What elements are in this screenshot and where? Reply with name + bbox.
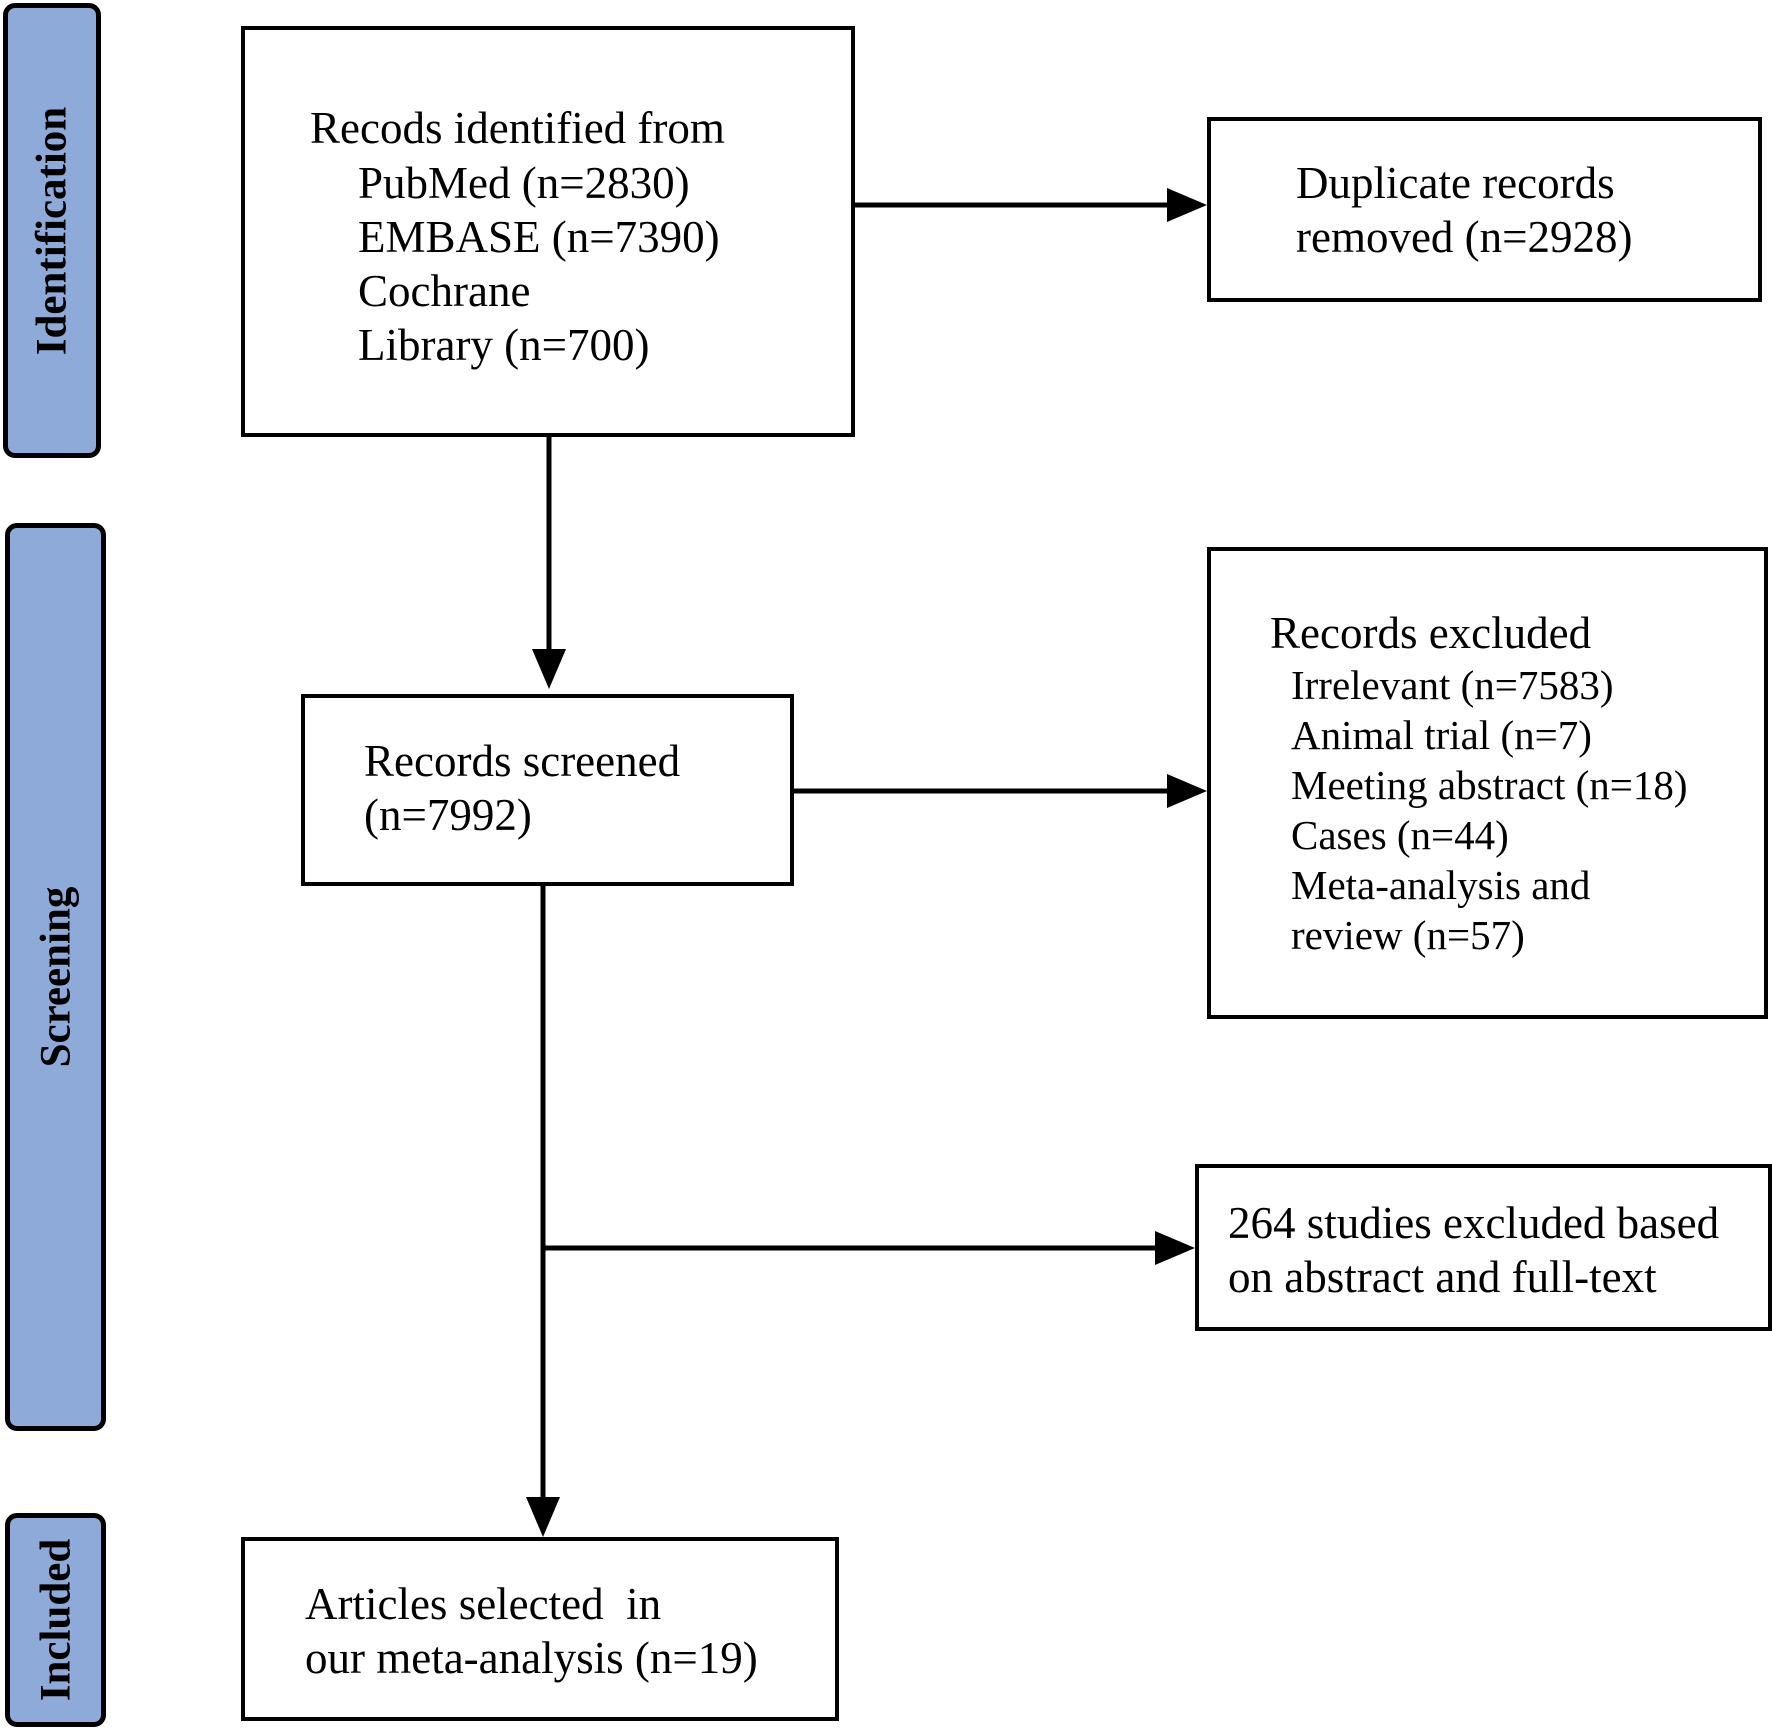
- stage-included: Included: [5, 1513, 106, 1727]
- records-identified-source: PubMed (n=2830): [358, 158, 690, 208]
- records-screened-text: (n=7992): [364, 790, 532, 840]
- articles-included-text: Articles selected in: [305, 1579, 662, 1629]
- records-excluded-reason: Irrelevant (n=7583): [1291, 662, 1614, 708]
- records-screened-text: Records screened: [364, 736, 681, 786]
- arrowhead-duplicates: [1167, 188, 1207, 222]
- arrowhead-fulltext-excluded: [1155, 1231, 1195, 1265]
- records-excluded-box: Records excluded Irrelevant (n=7583) Ani…: [1207, 547, 1768, 1019]
- stage-included-label: Included: [32, 1538, 79, 1702]
- articles-included-text: our meta-analysis (n=19): [305, 1633, 758, 1683]
- articles-included-box: Articles selected in our meta-analysis (…: [241, 1537, 839, 1721]
- arrowhead-screened: [532, 649, 566, 689]
- arrowhead-excluded: [1167, 774, 1207, 808]
- records-excluded-reason: Meeting abstract (n=18): [1291, 762, 1688, 808]
- duplicates-removed-text: removed (n=2928): [1296, 212, 1633, 262]
- stage-identification: Identification: [3, 3, 101, 458]
- stage-identification-label: Identification: [28, 106, 76, 355]
- stage-screening-label: Screening: [32, 886, 79, 1068]
- stage-screening: Screening: [5, 523, 106, 1431]
- records-excluded-reason: Cases (n=44): [1291, 812, 1509, 858]
- records-identified-box: Recods identified from PubMed (n=2830) E…: [241, 26, 855, 437]
- fulltext-excluded-text: on abstract and full-text: [1228, 1252, 1657, 1302]
- arrowhead-included: [526, 1497, 560, 1537]
- records-identified-source: EMBASE (n=7390): [358, 212, 720, 262]
- records-identified-source: Cochrane: [358, 266, 531, 316]
- records-excluded-reason: Meta-analysis and: [1291, 862, 1591, 908]
- records-identified-heading: Recods identified from: [310, 103, 725, 153]
- records-excluded-reason: review (n=57): [1291, 912, 1525, 958]
- records-excluded-reason: Animal trial (n=7): [1291, 712, 1592, 758]
- records-excluded-heading: Records excluded: [1270, 608, 1592, 658]
- records-identified-source: Library (n=700): [358, 320, 650, 370]
- fulltext-excluded-text: 264 studies excluded based: [1228, 1198, 1720, 1248]
- duplicates-removed-box: Duplicate records removed (n=2928): [1207, 117, 1762, 302]
- records-screened-box: Records screened (n=7992): [301, 694, 794, 886]
- duplicates-removed-text: Duplicate records: [1296, 158, 1615, 208]
- fulltext-excluded-box: 264 studies excluded based on abstract a…: [1195, 1164, 1772, 1331]
